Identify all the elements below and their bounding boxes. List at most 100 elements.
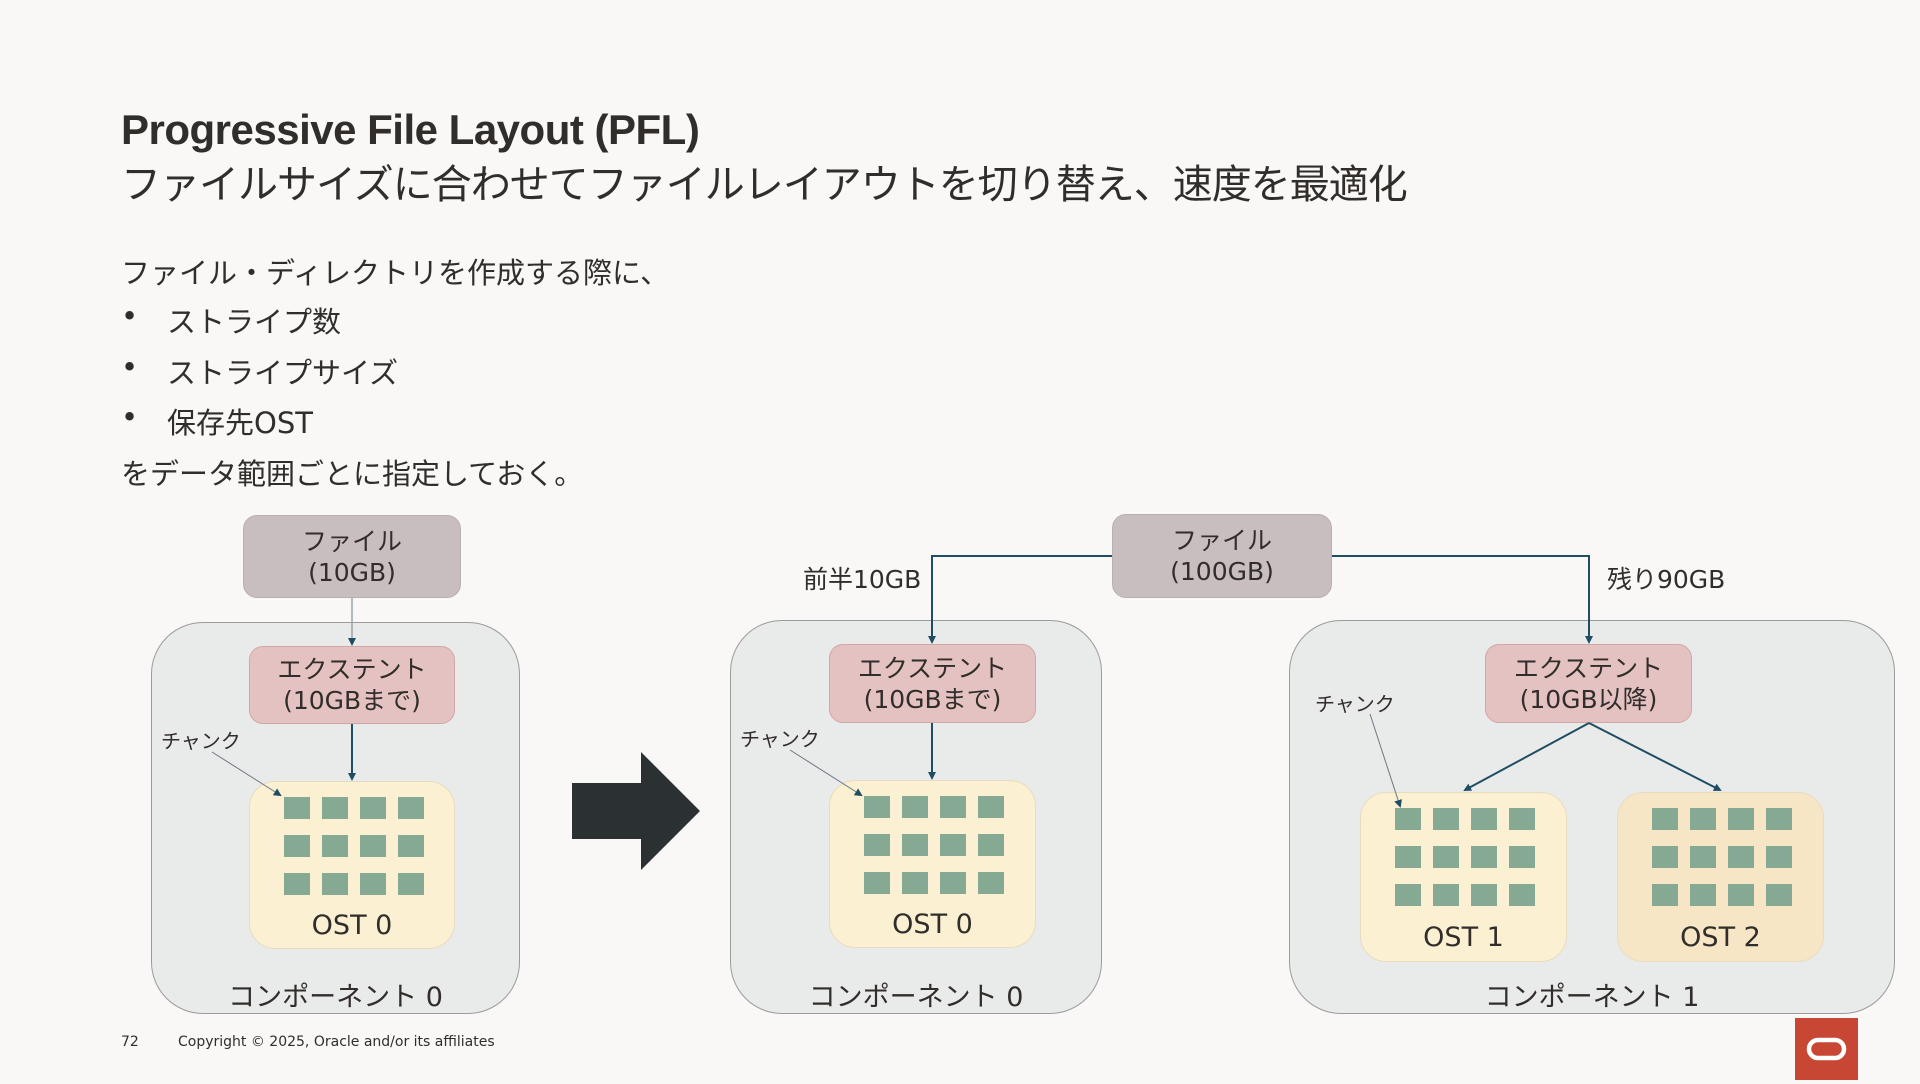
extent-box: エクステント (10GBまで) xyxy=(829,644,1036,723)
chunk-block xyxy=(978,796,1004,818)
chunk-block xyxy=(398,835,424,857)
chunk-block xyxy=(284,797,310,819)
right-arrow-icon xyxy=(572,752,700,870)
extent-range-label: (10GBまで) xyxy=(863,684,1002,714)
chunk-block xyxy=(1766,808,1792,830)
conclusion-text: をデータ範囲ごとに指定しておく。 xyxy=(121,457,584,491)
extent-to-ost1-connector xyxy=(1463,722,1590,791)
file-label: ファイル xyxy=(1171,526,1272,555)
remaining-label: 残り90GB xyxy=(1607,565,1726,594)
chunk-block xyxy=(398,797,424,819)
chunk-block xyxy=(1433,808,1459,830)
slide-subtitle: ファイルサイズに合わせてファイルレイアウトを切り替え、速度を最適化 xyxy=(121,162,1408,208)
chunk-block xyxy=(1395,884,1421,906)
copyright-text: Copyright © 2025, Oracle and/or its affi… xyxy=(178,1034,495,1050)
chunk-block xyxy=(1471,808,1497,830)
bullet-text: ストライプサイズ xyxy=(167,356,399,390)
chunk-block xyxy=(1395,846,1421,868)
chunk-pointer-line xyxy=(211,751,282,797)
slide-title: Progressive File Layout (PFL) xyxy=(121,106,700,153)
bullet-text: 保存先OST xyxy=(167,406,313,440)
bullet-symbol: • xyxy=(121,350,139,384)
file-size-label: (100GB) xyxy=(1170,557,1274,586)
chunk-block xyxy=(284,835,310,857)
chunk-block xyxy=(1433,846,1459,868)
chunk-block xyxy=(1766,846,1792,868)
file-box-10gb: ファイル (10GB) xyxy=(243,515,461,598)
chunk-block xyxy=(978,872,1004,894)
chunk-block xyxy=(322,835,348,857)
ost-0-box: OST 0 xyxy=(249,781,455,949)
component-label: コンポーネント 0 xyxy=(808,982,1024,1013)
chunk-block xyxy=(902,834,928,856)
chunk-block xyxy=(284,873,310,895)
ost-label: OST 0 xyxy=(311,910,393,941)
extent-label: エクステント xyxy=(1513,653,1664,683)
component-label: コンポーネント 0 xyxy=(228,982,443,1013)
ost-label: OST 2 xyxy=(1680,922,1761,953)
file-size-label: (10GB) xyxy=(308,557,396,587)
extent-to-ost2-connector xyxy=(1588,722,1722,791)
chunk-block xyxy=(1395,808,1421,830)
chunk-block xyxy=(1728,846,1754,868)
extent-range-label: (10GBまで) xyxy=(283,686,421,715)
extent-label: エクステント xyxy=(277,655,427,684)
first-half-label: 前半10GB xyxy=(803,565,922,594)
chunk-block xyxy=(360,835,386,857)
chunk-block xyxy=(1509,884,1535,906)
extent-label: エクステント xyxy=(857,653,1008,683)
chunk-block xyxy=(940,834,966,856)
chunk-block xyxy=(398,873,424,895)
chunk-block xyxy=(360,797,386,819)
chunk-block xyxy=(1509,846,1535,868)
chunk-block xyxy=(360,873,386,895)
chunk-block xyxy=(1652,808,1678,830)
file-label: ファイル xyxy=(301,526,402,556)
bullet-symbol: • xyxy=(121,400,139,434)
component-label: コンポーネント 1 xyxy=(1484,982,1700,1013)
bullet-text: ストライプ数 xyxy=(167,305,342,339)
chunk-block xyxy=(1652,884,1678,906)
chunk-pointer-line xyxy=(1369,713,1402,808)
chunk-block xyxy=(864,872,890,894)
bullet-item: • ストライプ数 xyxy=(121,299,341,341)
chunk-block xyxy=(940,872,966,894)
chunk-block xyxy=(1728,808,1754,830)
bullet-item: • 保存先OST xyxy=(121,400,313,442)
chunk-block xyxy=(864,796,890,818)
chunk-block xyxy=(902,796,928,818)
remaining-connector xyxy=(1332,555,1593,644)
chunk-block xyxy=(902,872,928,894)
chunk-block xyxy=(1509,808,1535,830)
ost-0-box: OST 0 xyxy=(829,780,1036,948)
bullet-item: • ストライプサイズ xyxy=(121,350,398,392)
chunk-block xyxy=(322,797,348,819)
chunk-block xyxy=(940,796,966,818)
chunk-block xyxy=(1766,884,1792,906)
chunk-block xyxy=(1690,808,1716,830)
extent-box: エクステント (10GB以降) xyxy=(1485,644,1692,723)
file-box-100gb: ファイル (100GB) xyxy=(1112,514,1332,598)
extent-box: エクステント (10GBまで) xyxy=(249,646,455,724)
chunk-label: チャンク xyxy=(161,729,241,753)
chunk-label: チャンク xyxy=(1315,692,1395,716)
chunk-block xyxy=(1471,846,1497,868)
logo-glyph xyxy=(1806,1037,1847,1061)
chunk-block xyxy=(1728,884,1754,906)
chunk-label: チャンク xyxy=(740,727,820,751)
first-half-connector xyxy=(928,555,1112,644)
ost-1-box: OST 1 xyxy=(1360,792,1567,962)
chunk-block xyxy=(1690,884,1716,906)
bullet-symbol: • xyxy=(121,299,139,333)
chunk-block xyxy=(1690,846,1716,868)
ost-label: OST 0 xyxy=(892,909,973,940)
chunk-block xyxy=(864,834,890,856)
intro-text: ファイル・ディレクトリを作成する際に、 xyxy=(121,256,670,290)
chunk-block xyxy=(1471,884,1497,906)
chunk-block xyxy=(978,834,1004,856)
oracle-logo-icon xyxy=(1795,1018,1858,1080)
chunk-block xyxy=(322,873,348,895)
extent-range-label: (10GB以降) xyxy=(1519,684,1658,714)
chunk-block xyxy=(1433,884,1459,906)
